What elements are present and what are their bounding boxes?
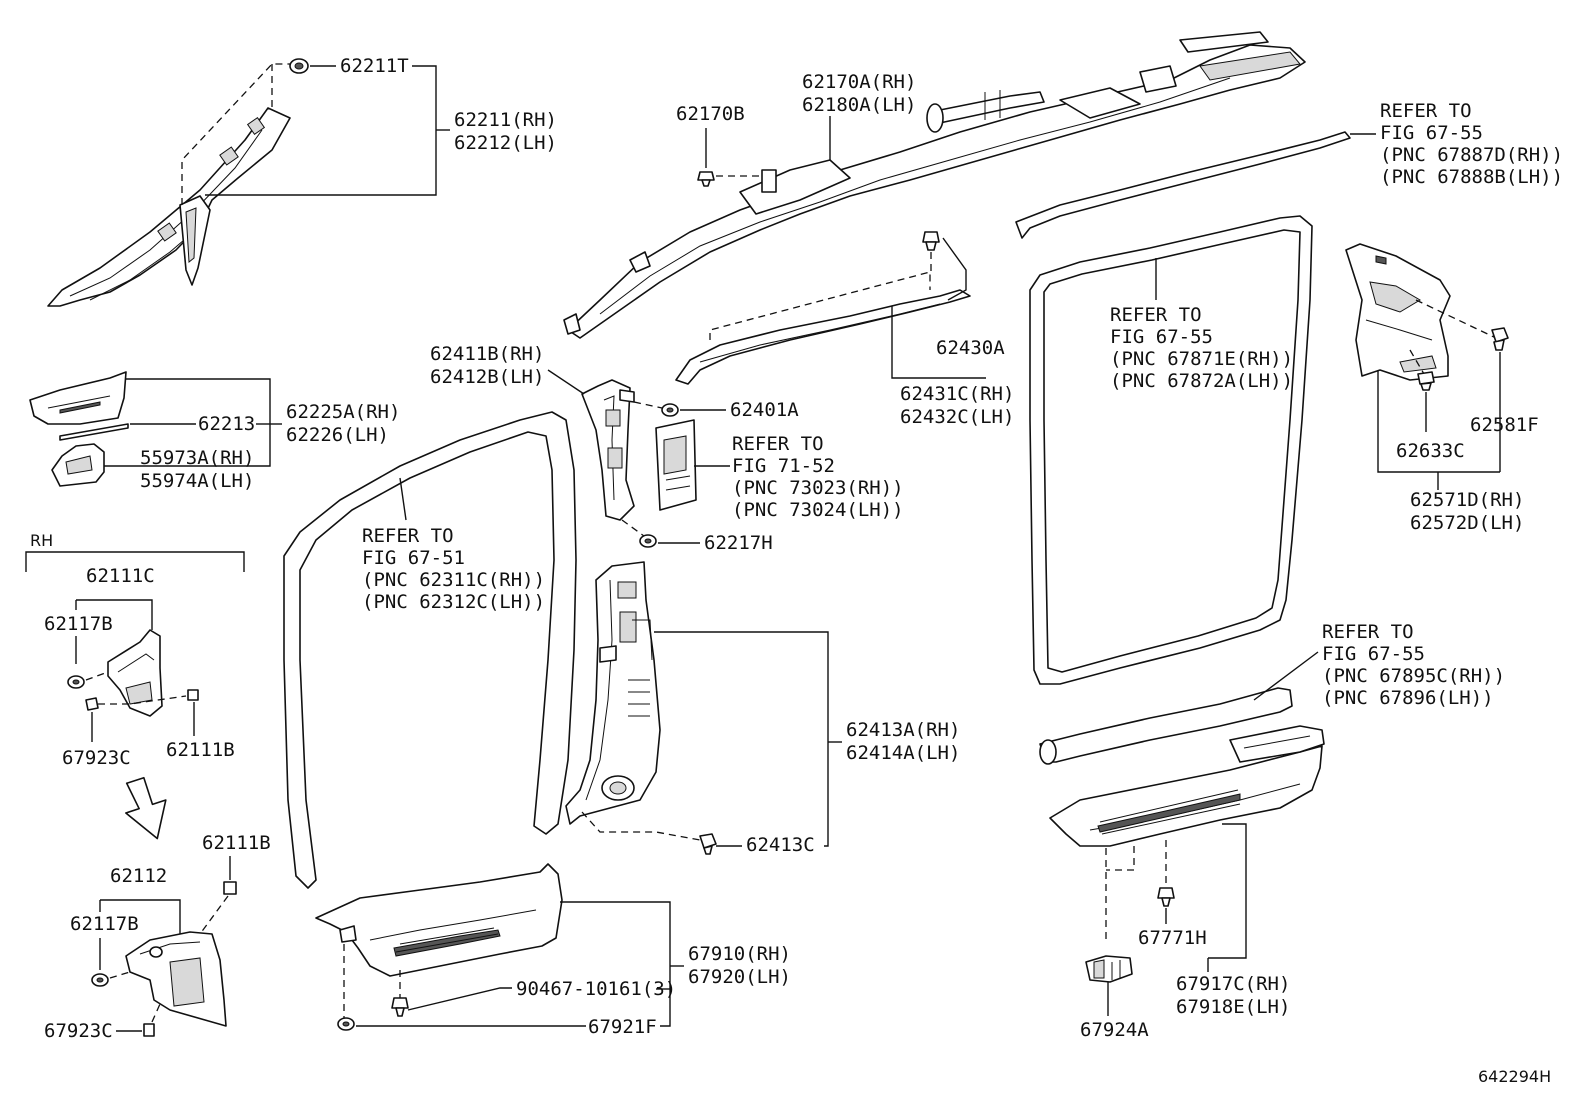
rear-door-weatherstrip <box>1029 215 1313 685</box>
label-62225A-rh: 62225A(RH) <box>286 401 400 423</box>
figure-number: 642294H <box>1478 1067 1551 1086</box>
label-62572D-lh: 62572D(LH) <box>1410 512 1524 534</box>
roof-side-garnish <box>675 271 971 385</box>
label-pnc-1b: (PNC 67888B(LH)) <box>1380 166 1563 188</box>
label-62401A: 62401A <box>730 399 799 421</box>
label-62431C-rh: 62431C(RH) <box>900 383 1014 405</box>
label-67910-rh: 67910(RH) <box>688 943 791 965</box>
label-62414A-lh: 62414A(LH) <box>846 742 960 764</box>
label-67921F: 67921F <box>588 1016 657 1038</box>
label-67923C-1: 67923C <box>62 747 131 769</box>
label-fig-4: FIG 67-51 <box>362 547 465 569</box>
label-62111B-2: 62111B <box>202 832 271 854</box>
arrow-down-icon <box>125 776 167 840</box>
label-62226-lh: 62226(LH) <box>286 424 389 446</box>
label-67917C-rh: 67917C(RH) <box>1176 973 1290 995</box>
front-pillar-lower-trim <box>29 371 129 487</box>
label-67771H: 67771H <box>1138 927 1207 949</box>
rear-scuff-plate <box>1049 725 1325 847</box>
label-62413A-rh: 62413A(RH) <box>846 719 960 741</box>
label-62117B-2: 62117B <box>70 913 139 935</box>
label-67918E-lh: 67918E(LH) <box>1176 996 1290 1018</box>
roof-weatherstrip <box>1015 131 1351 239</box>
label-fig-2: FIG 67-55 <box>1110 326 1213 348</box>
label-fig-3: FIG 71-52 <box>732 455 835 477</box>
front-scuff-plate <box>315 863 563 977</box>
scuff-plate-clip <box>1085 955 1133 983</box>
label-67920-lh: 67920(LH) <box>688 966 791 988</box>
label-67924A: 67924A <box>1080 1019 1149 1041</box>
label-62117B-1: 62117B <box>44 613 113 635</box>
label-62111C: 62111C <box>86 565 155 587</box>
label-62170A-rh: 62170A(RH) <box>802 71 916 93</box>
label-pnc-5b: (PNC 67896(LH)) <box>1322 687 1494 709</box>
b-pillar-upper-garnish <box>581 379 635 521</box>
label-62412B-lh: 62412B(LH) <box>430 366 544 388</box>
label-refer-4: REFER TO <box>362 525 454 547</box>
label-67923C-2: 67923C <box>44 1020 113 1042</box>
label-62571D-rh: 62571D(RH) <box>1410 489 1524 511</box>
label-55974A-lh: 55974A(LH) <box>140 470 254 492</box>
label-62213: 62213 <box>198 413 255 435</box>
label-fig-1: FIG 67-55 <box>1380 122 1483 144</box>
label-62430A: 62430A <box>936 337 1005 359</box>
label-62411B-rh: 62411B(RH) <box>430 343 544 365</box>
label-pnc-2b: (PNC 67872A(LH)) <box>1110 370 1293 392</box>
label-rh: RH <box>30 531 53 550</box>
label-55973A-rh: 55973A(RH) <box>140 447 254 469</box>
label-refer-2: REFER TO <box>1110 304 1202 326</box>
label-62211T: 62211T <box>340 55 409 77</box>
label-pnc-1a: (PNC 67887D(RH)) <box>1380 144 1563 166</box>
label-62111B-1: 62111B <box>166 739 235 761</box>
label-62170B: 62170B <box>676 103 745 125</box>
label-pnc-4a: (PNC 62311C(RH)) <box>362 569 545 591</box>
c-pillar-garnish <box>1345 243 1451 381</box>
cowl-side-trim-rh <box>107 629 163 717</box>
label-62180A-lh: 62180A(LH) <box>802 94 916 116</box>
label-62217H: 62217H <box>704 532 773 554</box>
label-62211-rh: 62211(RH) <box>454 109 557 131</box>
a-pillar-garnish <box>47 58 309 307</box>
label-refer-1: REFER TO <box>1380 100 1472 122</box>
front-door-weatherstrip <box>283 411 577 889</box>
label-90467: 90467-10161(3) <box>516 978 676 1000</box>
label-62581F: 62581F <box>1470 414 1539 436</box>
cowl-side-trim-lower <box>125 931 227 1027</box>
label-pnc-3a: (PNC 73023(RH)) <box>732 477 904 499</box>
rear-door-sill-weatherstrip <box>1039 687 1293 763</box>
label-62633C: 62633C <box>1396 440 1465 462</box>
label-62413C: 62413C <box>746 834 815 856</box>
label-pnc-3b: (PNC 73024(LH)) <box>732 499 904 521</box>
label-refer-5: REFER TO <box>1322 621 1414 643</box>
label-62212-lh: 62212(LH) <box>454 132 557 154</box>
label-pnc-4b: (PNC 62312C(LH)) <box>362 591 545 613</box>
curtain-airbag <box>563 31 1306 339</box>
label-refer-3: REFER TO <box>732 433 824 455</box>
label-fig-5: FIG 67-55 <box>1322 643 1425 665</box>
label-62432C-lh: 62432C(LH) <box>900 406 1014 428</box>
label-pnc-5a: (PNC 67895C(RH)) <box>1322 665 1505 687</box>
label-62112: 62112 <box>110 865 167 887</box>
b-pillar-lower-garnish <box>565 561 661 825</box>
label-pnc-2a: (PNC 67871E(RH)) <box>1110 348 1293 370</box>
